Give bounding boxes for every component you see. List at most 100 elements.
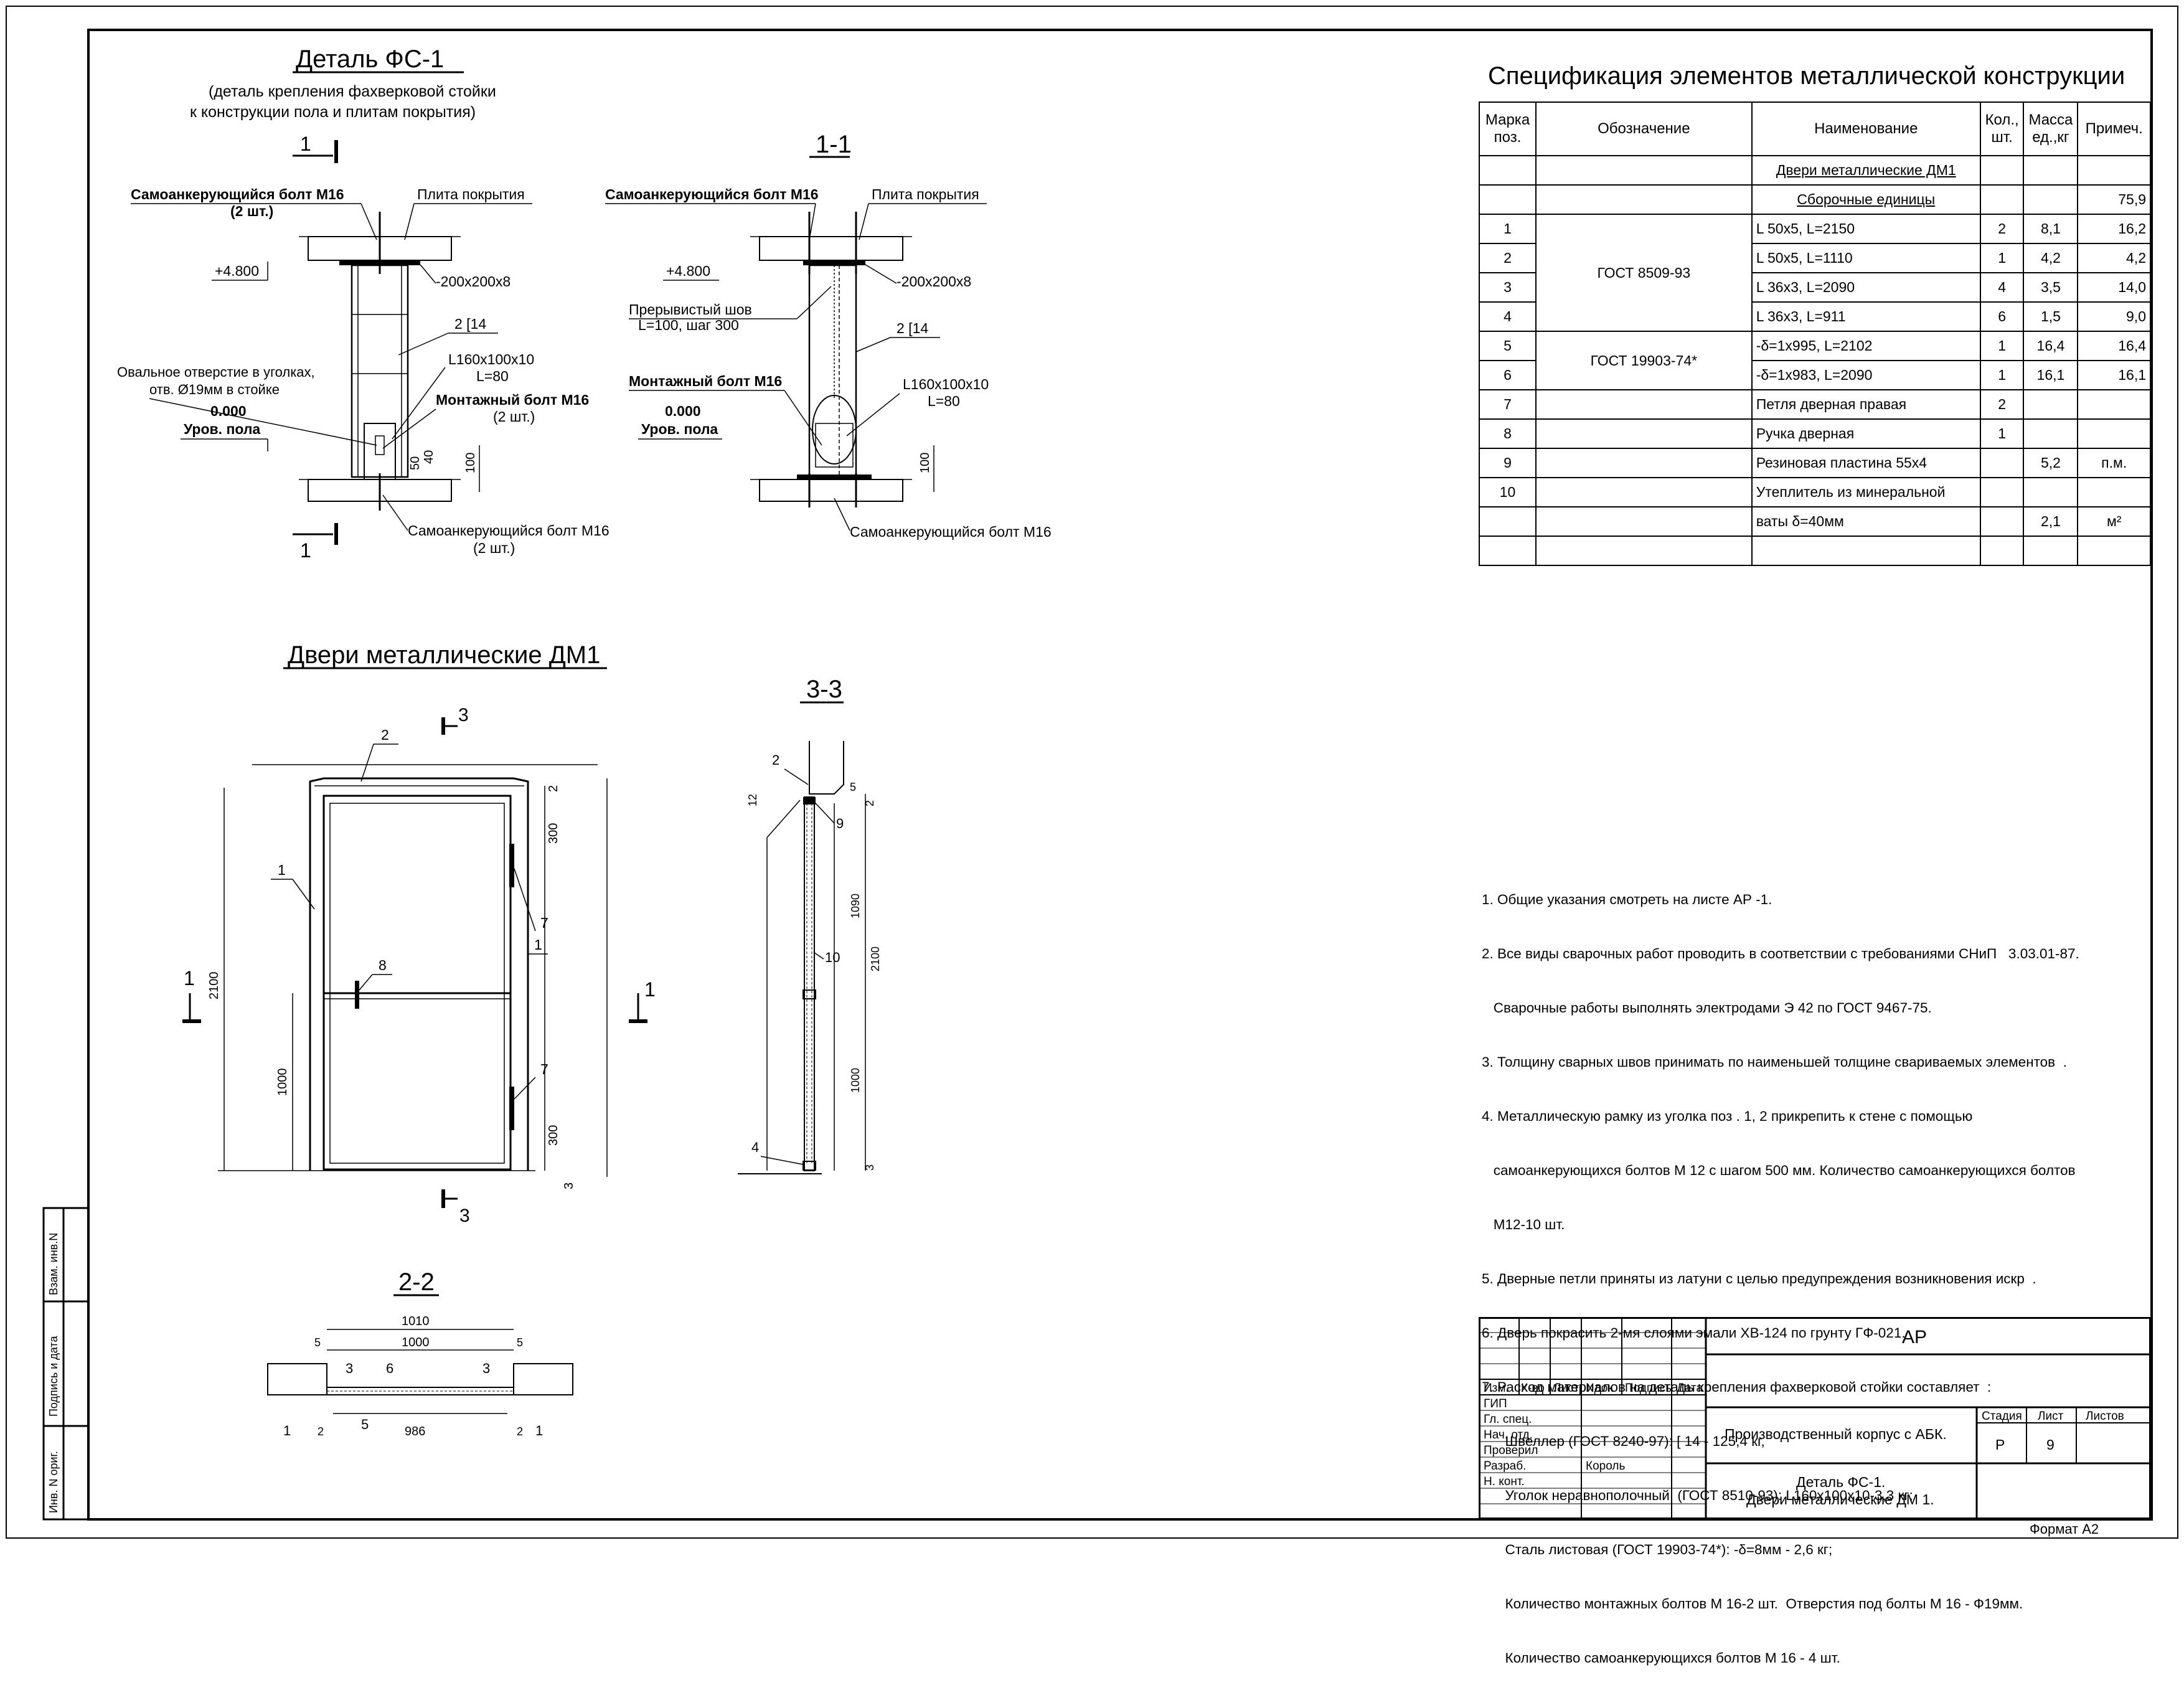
stamp-col: Лист [1553, 1382, 1579, 1395]
fs1-elev-zero: 0.000 [210, 403, 247, 419]
s11-elev-top: +4.800 [666, 263, 710, 279]
svg-text:5: 5 [850, 781, 856, 793]
note-line: Количество монтажных болтов М 16-2 шт. О… [1482, 1596, 2023, 1612]
cut-mark-top: 1 [300, 133, 311, 155]
spec-table: Марка поз. Обозначение Наименование Кол.… [1478, 101, 2151, 566]
format-label: Формат А2 [2030, 1521, 2099, 1537]
svg-text:4: 4 [751, 1140, 759, 1155]
svg-text:12: 12 [746, 794, 759, 806]
section-3-3-title: 3-3 [806, 676, 842, 703]
stamp-project: Производственный корпус с АБК. [1725, 1426, 1947, 1442]
svg-text:отв. Ø19мм в стойке: отв. Ø19мм в стойке [149, 382, 280, 397]
svg-text:100: 100 [918, 453, 932, 473]
note-line: 2. Все виды сварочных работ проводить в … [1482, 946, 2079, 961]
svg-text:50: 50 [408, 456, 422, 470]
stamp-role: Разраб. [1484, 1460, 1527, 1473]
svg-text:986: 986 [405, 1425, 425, 1438]
svg-text:2: 2 [772, 752, 779, 768]
svg-text:3: 3 [864, 1164, 876, 1171]
spec-header: Примеч. [2077, 101, 2151, 156]
svg-text:2: 2 [864, 800, 876, 806]
table-row [1478, 536, 2151, 566]
spec-group-row: Двери металлические ДМ1 [1478, 155, 2151, 186]
svg-text:100: 100 [464, 453, 478, 473]
detail-fs1: Деталь ФС-1 (деталь крепления фахверково… [117, 45, 610, 562]
s11-bolt-top-label: Самоанкерующийся болт М16 [605, 186, 819, 202]
svg-text:(2 шт.): (2 шт.) [473, 540, 515, 556]
svg-text:7: 7 [540, 1061, 548, 1077]
svg-text:6: 6 [386, 1361, 393, 1376]
note-line: М12-10 шт. [1482, 1217, 1565, 1232]
fs1-oval-label-1: Овальное отверстие в уголках, [117, 364, 315, 380]
stamp-col: Подпись [1625, 1382, 1672, 1395]
side-stamp: Взам. инв.N Подпись и дата Инв. N ориг. [42, 1207, 90, 1521]
svg-text:L=80: L=80 [928, 393, 960, 409]
note-line: самоанкерующихся болтов М 12 с шагом 500… [1482, 1163, 2076, 1178]
general-notes: 1. Общие указания смотреть на листе АР -… [1482, 854, 2079, 1685]
section-1-1-title: 1-1 [816, 131, 852, 158]
note-line: Сталь листовая (ГОСТ 19903-74*): -δ=8мм … [1482, 1542, 1833, 1557]
section-3-3: 3-3 2 9 10 4 12 5 2 1090 2100 1000 3 [738, 676, 882, 1174]
spec-title: Спецификация элементов металлической кон… [1488, 62, 2125, 90]
door-cut-mark-3-top: 3 [458, 705, 469, 725]
svg-text:3: 3 [562, 1182, 576, 1189]
note-line: Количество самоанкерующихся болтов М 16 … [1482, 1650, 1840, 1666]
stamp-role: Нач. отд. [1484, 1428, 1533, 1442]
svg-text:1: 1 [535, 1423, 543, 1438]
spec-header: Масса ед.,кг [2023, 101, 2079, 156]
svg-text:1: 1 [534, 937, 542, 953]
fs1-plate-label: -200х200х8 [436, 273, 511, 290]
note-line: 7. Расход материалов на деталь крепления… [1482, 1379, 1992, 1395]
svg-text:300: 300 [547, 823, 560, 844]
s11-elev-zero: 0.000 [665, 403, 701, 419]
svg-text:40: 40 [422, 450, 436, 464]
svg-text:L=80: L=80 [476, 368, 509, 384]
svg-text:1: 1 [278, 862, 286, 878]
svg-text:2: 2 [517, 1425, 523, 1438]
stamp-stage-header: Стадия [1982, 1410, 2022, 1423]
stamp-sheets-header: Листов [2086, 1410, 2124, 1423]
svg-text:2: 2 [318, 1425, 324, 1438]
stamp-col: К-во [1521, 1382, 1545, 1395]
svg-text:2100: 2100 [207, 972, 221, 1000]
door-cut-mark-3-bottom: 3 [459, 1206, 470, 1226]
svg-text:5: 5 [314, 1336, 321, 1349]
s11-weld-label-1: Прерывистый шов [629, 301, 752, 318]
stamp-sheet: 9 [2046, 1437, 2055, 1453]
svg-text:1000: 1000 [849, 1068, 862, 1093]
stamp-code: АР [1902, 1327, 1927, 1348]
section-2-2-title: 2-2 [398, 1268, 435, 1296]
note-line: Уголок неравнополочный (ГОСТ 8510-93): L… [1482, 1488, 1913, 1503]
svg-text:2: 2 [547, 785, 560, 792]
svg-text:300: 300 [547, 1125, 560, 1146]
s11-mount-bolt-label: Монтажный болт М16 [629, 373, 782, 389]
spec-header: Кол., шт. [1979, 101, 2025, 156]
fs1-floor-label: Уров. пола [184, 421, 260, 437]
sheet-frame [87, 29, 2153, 1521]
stamp-sheet-header: Лист [2038, 1410, 2064, 1423]
title-block: АР Изм. К-во Лист Nдок Подпись Дата ГИП … [1479, 1317, 2151, 1519]
fs1-mount-bolt-label: Монтажный болт М16 [436, 392, 589, 408]
fs1-slab-label: Плита покрытия [417, 186, 525, 202]
section-2-2: 2-2 1010 1000 986 5 5 2 2 1 1 3 3 6 5 [267, 1268, 573, 1438]
svg-text:L=100, шаг 300: L=100, шаг 300 [638, 317, 739, 333]
spec-header: Обозначение [1535, 101, 1753, 156]
stamp-drawing-title-1: Деталь ФС-1. [1796, 1474, 1886, 1490]
stamp-col: Nдок [1586, 1382, 1613, 1395]
side-stamp-sign: Подпись и дата [47, 1336, 60, 1417]
svg-text:3: 3 [482, 1361, 490, 1376]
svg-text:2: 2 [381, 727, 389, 743]
fs1-angle-label: L160х100х10 [448, 351, 534, 367]
svg-text:5: 5 [517, 1336, 523, 1349]
stamp-role: Гл. спец. [1484, 1413, 1532, 1426]
svg-text:2100: 2100 [869, 946, 882, 971]
stamp-role: ГИП [1484, 1397, 1507, 1410]
fs1-bolt-bottom-label: Самоанкерующийся болт М16 [408, 522, 610, 539]
